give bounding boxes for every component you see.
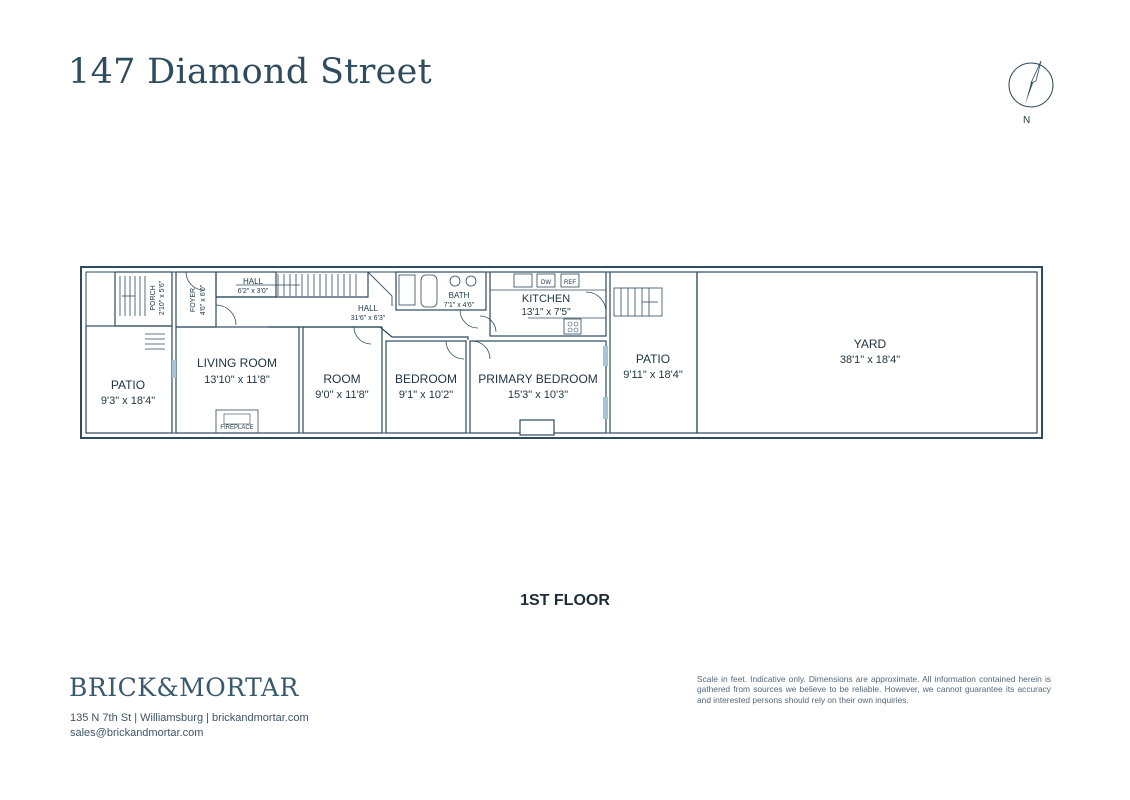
room-name-foyer: FOYER	[190, 288, 197, 312]
fixture-fireplace: FIREPLACE	[220, 425, 253, 431]
room-dims-room: 9'0" x 11'8"	[315, 389, 368, 401]
room-name-patio-right: PATIO	[636, 352, 670, 366]
brand-logo: BRICK&MORTAR	[69, 673, 299, 702]
room-name-primary-bedroom: PRIMARY BEDROOM	[478, 372, 598, 386]
room-dims-kitchen: 13'1" x 7'5"	[521, 307, 571, 318]
room-name-bath: BATH	[449, 291, 470, 300]
room-dims-patio-right: 9'11" x 18'4"	[623, 369, 683, 381]
compass-icon: N	[1008, 60, 1054, 126]
footer-email: sales@brickandmortar.com	[70, 727, 204, 739]
room-dims-hall-small: 6'2" x 3'0"	[238, 288, 269, 295]
room-dims-porch: 2'10" x 5'6"	[159, 280, 166, 315]
fixture-dishwasher: DW	[541, 280, 551, 286]
page-title: 147 Diamond Street	[68, 52, 433, 92]
room-dims-primary-bedroom: 15'3" x 10'3"	[508, 389, 568, 401]
compass-north-label: N	[1023, 115, 1030, 126]
disclaimer-text: Scale in feet. Indicative only. Dimensio…	[697, 674, 1051, 705]
room-dims-yard: 38'1" x 18'4"	[840, 354, 900, 366]
room-dims-bedroom: 9'1" x 10'2"	[399, 389, 453, 401]
room-dims-living-room: 13'10" x 11'8"	[204, 374, 270, 386]
room-name-patio-left: PATIO	[111, 378, 145, 392]
room-dims-foyer: 4'6" x 6'0"	[200, 284, 207, 315]
room-dims-bath: 7'1" x 4'6"	[444, 302, 475, 309]
room-name-bedroom: BEDROOM	[395, 372, 457, 386]
floor-label: 1ST FLOOR	[520, 592, 610, 609]
footer-address: 135 N 7th St | Williamsburg | brickandmo…	[70, 712, 309, 724]
room-name-hall-small: HALL	[243, 277, 264, 286]
room-dims-hall-long: 31'6" x 6'3"	[351, 315, 386, 322]
room-name-living-room: LIVING ROOM	[197, 356, 277, 370]
room-name-yard: YARD	[854, 337, 887, 351]
room-name-room: ROOM	[323, 372, 360, 386]
room-dims-patio-left: 9'3" x 18'4"	[101, 395, 155, 407]
room-name-hall-long: HALL	[358, 304, 379, 313]
fixture-refrigerator: REF	[564, 280, 576, 286]
room-name-porch: PORCH	[150, 285, 157, 310]
room-name-kitchen: KITCHEN	[522, 293, 570, 305]
